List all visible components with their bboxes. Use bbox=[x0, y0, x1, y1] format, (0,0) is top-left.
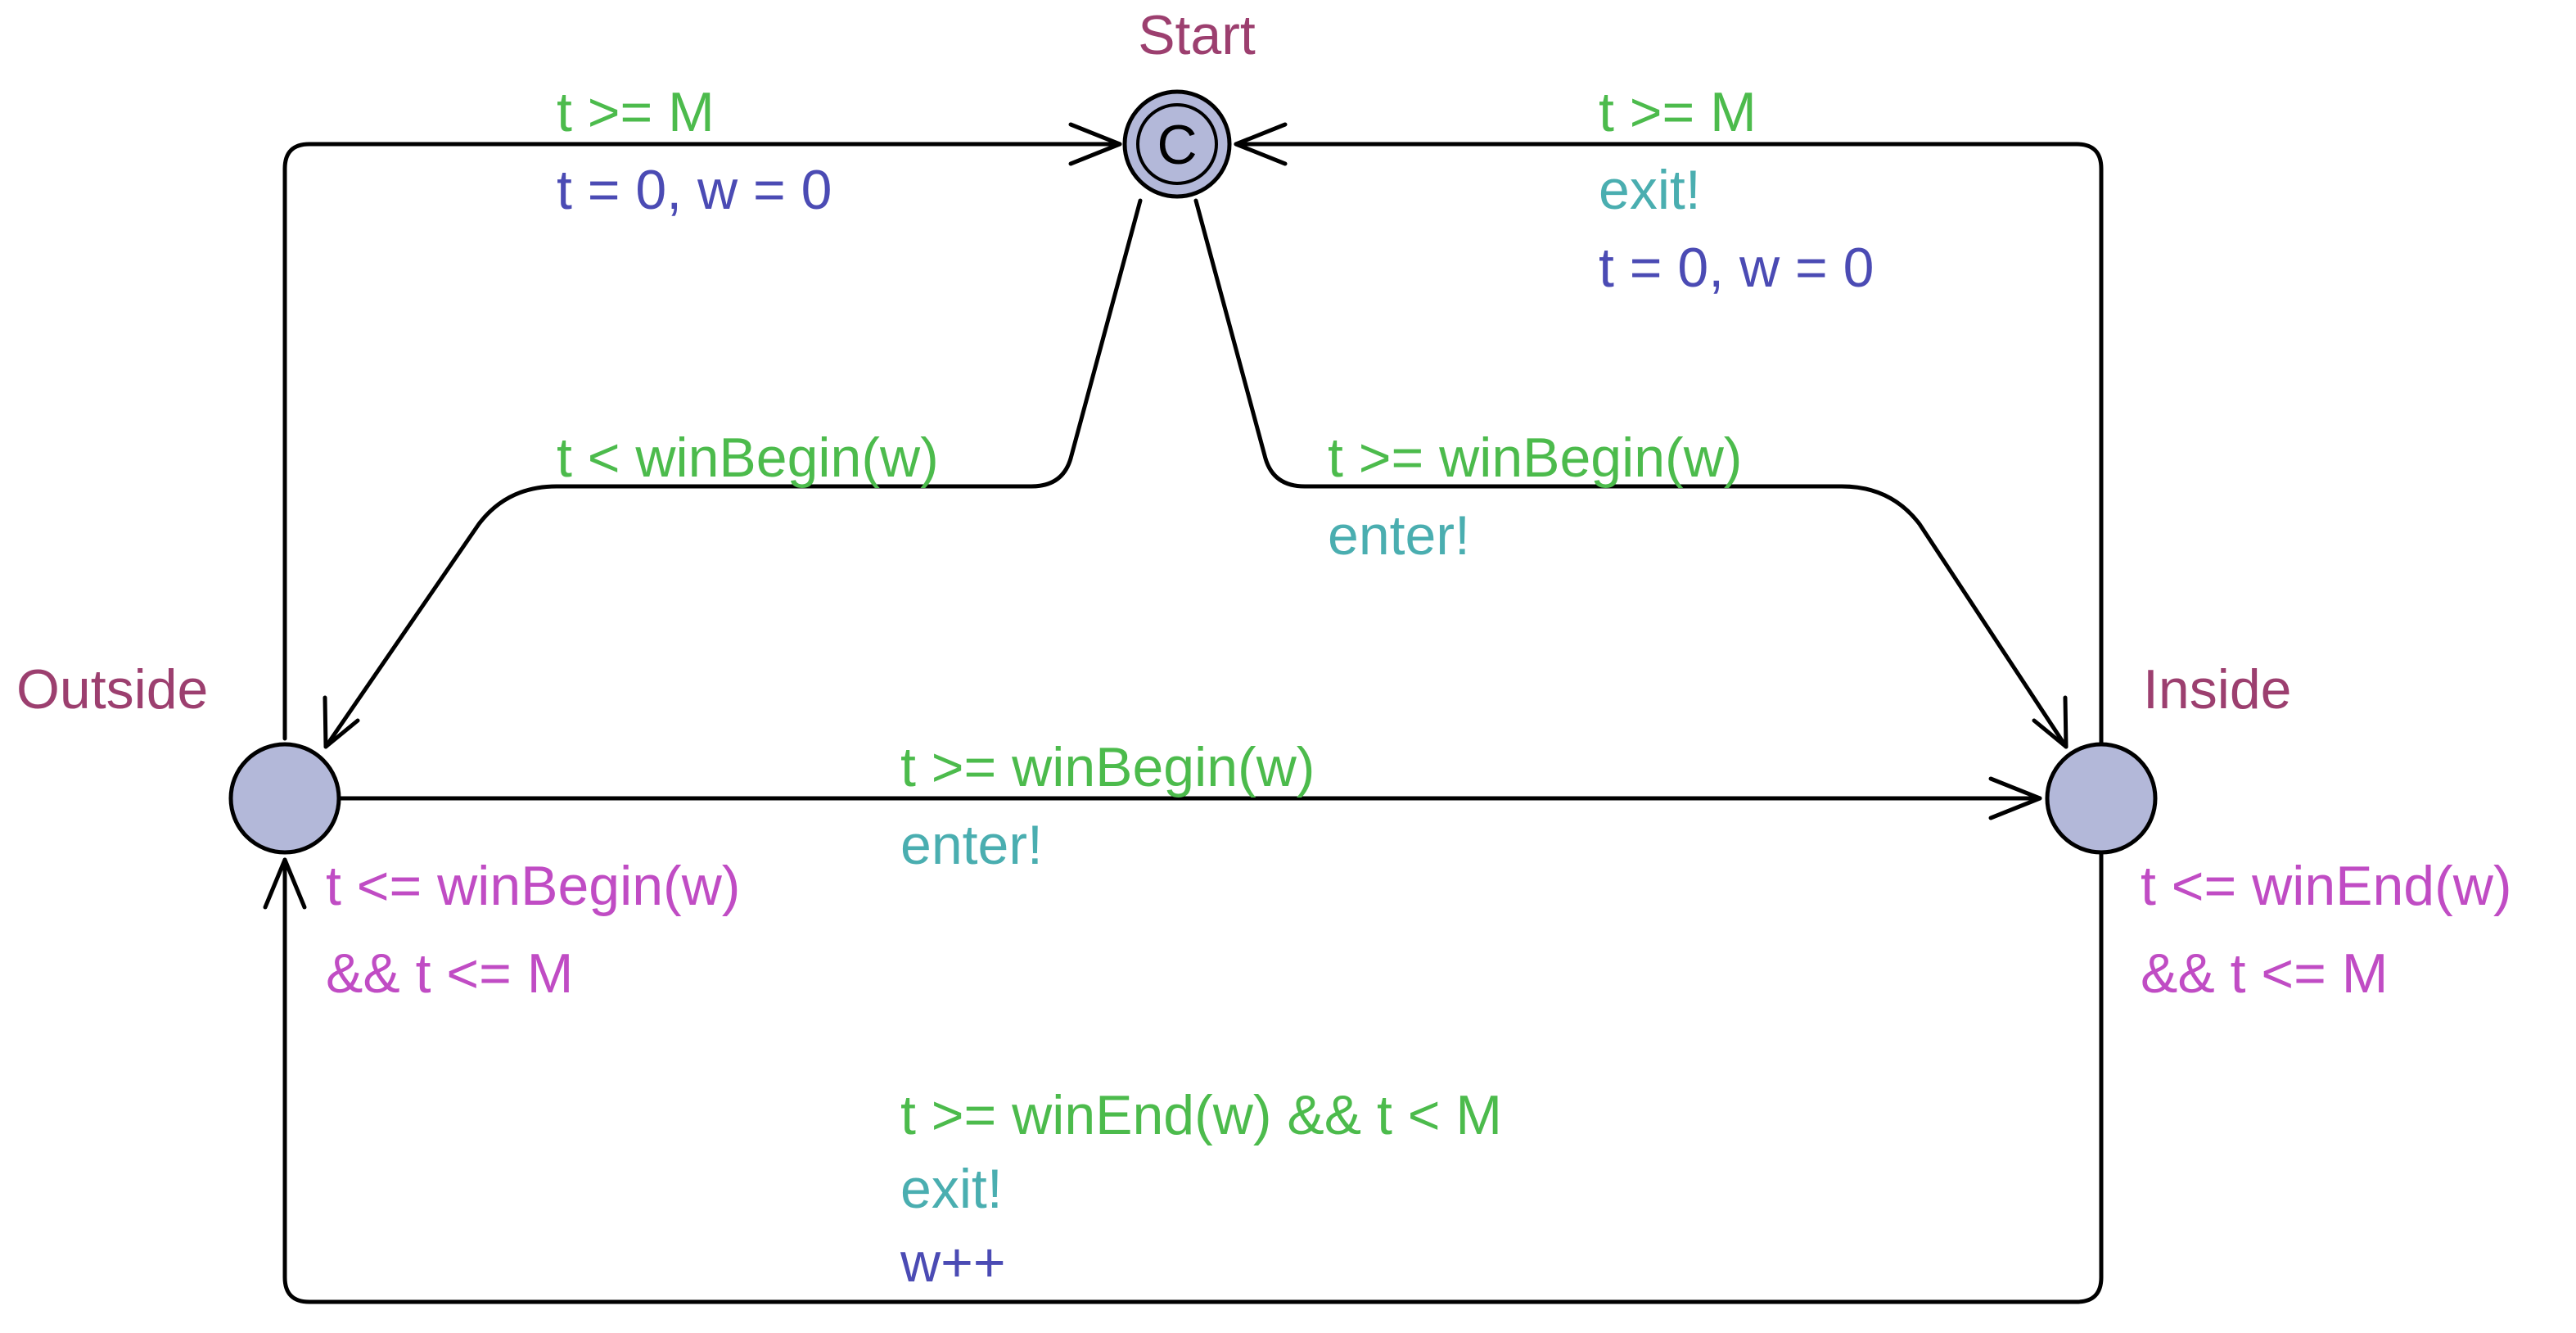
edge-start-to-outside bbox=[323, 198, 1143, 749]
edge-inside-to-start-arrow bbox=[1234, 122, 1288, 166]
outside-to-inside-guard: t >= winBegin(w) bbox=[900, 736, 1315, 798]
committed-symbol: C bbox=[1157, 114, 1197, 176]
start-to-inside-sync: enter! bbox=[1328, 504, 1470, 567]
outside-location-circle bbox=[228, 742, 341, 855]
edge-outside-to-start-arrow bbox=[1068, 122, 1122, 166]
outside-location-name: Outside bbox=[16, 658, 208, 721]
inside-to-start-update: t = 0, w = 0 bbox=[1599, 237, 1874, 299]
inside-location-name: Inside bbox=[2143, 658, 2291, 721]
inside-to-outside-update: w++ bbox=[900, 1231, 1006, 1294]
edge-outside-to-inside-arrow bbox=[1988, 776, 2042, 820]
outside-invariant-line-2: && t <= M bbox=[326, 942, 573, 1005]
start-location-circle bbox=[1122, 89, 1232, 199]
location-start[interactable]: C bbox=[1122, 89, 1232, 199]
inside-to-start-sync: exit! bbox=[1599, 159, 1701, 221]
outside-to-start-update: t = 0, w = 0 bbox=[557, 159, 832, 221]
start-to-outside-guard: t < winBegin(w) bbox=[557, 427, 939, 489]
outside-invariant-line-1: t <= winBegin(w) bbox=[326, 855, 740, 917]
edge-start-to-outside-arrow bbox=[323, 695, 360, 749]
outside-to-start-guard: t >= M bbox=[557, 81, 715, 143]
outside-to-inside-sync: enter! bbox=[900, 814, 1043, 876]
edge-inside-to-outside bbox=[282, 851, 2104, 1304]
inside-to-start-guard: t >= M bbox=[1599, 81, 1757, 143]
committed-ring-icon bbox=[1136, 103, 1218, 185]
inside-to-outside-guard: t >= winEnd(w) && t < M bbox=[900, 1084, 1502, 1146]
inside-invariant-line-1: t <= winEnd(w) bbox=[2141, 855, 2512, 917]
start-to-inside-guard: t >= winBegin(w) bbox=[1328, 427, 1742, 489]
edge-inside-to-start bbox=[1234, 142, 2104, 746]
edge-inside-to-outside-arrow bbox=[263, 857, 307, 910]
edge-start-to-inside-arrow bbox=[2032, 695, 2068, 749]
inside-to-outside-sync: exit! bbox=[900, 1158, 1003, 1220]
start-location-name: Start bbox=[1138, 4, 1256, 66]
inside-invariant-line-2: && t <= M bbox=[2141, 942, 2388, 1005]
inside-location-circle bbox=[2045, 742, 2158, 855]
edge-start-to-inside bbox=[1193, 198, 2068, 749]
location-inside[interactable] bbox=[2045, 742, 2158, 855]
location-outside[interactable] bbox=[228, 742, 341, 855]
edge-outside-to-start bbox=[282, 142, 1122, 741]
